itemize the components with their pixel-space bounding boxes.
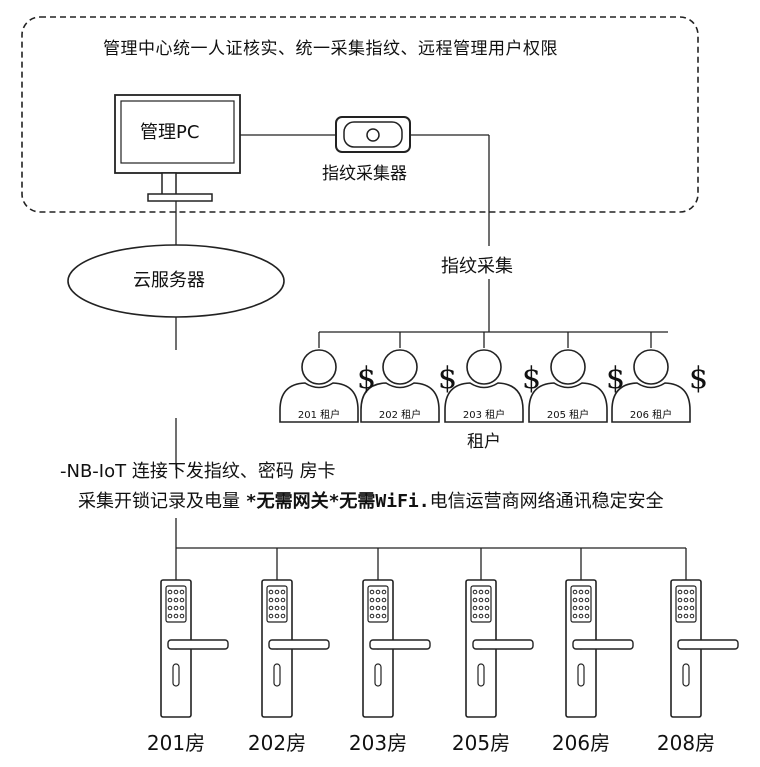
room-label: 208房: [656, 731, 716, 755]
nbiot-description-line1: -NB-IoT 连接下发指纹、密码 房卡: [60, 461, 336, 482]
pc-label: 管理PC: [140, 122, 200, 143]
tenants-group-label: 租户: [467, 432, 501, 452]
room-label: 203房: [348, 731, 408, 755]
smart-lock-icon: [670, 579, 739, 718]
dollar-symbol: $: [606, 361, 626, 396]
tenant-room-tag: 202 租户: [378, 410, 422, 421]
smart-lock-icon: [465, 579, 534, 718]
nbiot-line2-prefix: 采集开锁记录及电量: [78, 491, 246, 512]
smart-lock-icon: [362, 579, 431, 718]
room-label: 201房: [146, 731, 206, 755]
tenant-room-tag: 206 租户: [629, 410, 673, 421]
room-label: 202房: [247, 731, 307, 755]
tenant-room-tag: 205 租户: [546, 410, 590, 421]
fingerprint-scanner-icon: [335, 116, 411, 153]
user-icon: [528, 349, 608, 423]
management-center-title: 管理中心统一人证核实、统一采集指纹、远程管理用户权限: [103, 39, 558, 59]
tenant-room-tag: 201 租户: [297, 410, 341, 421]
nbiot-line2-highlight: *无需网关*无需WiFi.: [245, 491, 430, 512]
user-icon: [444, 349, 524, 423]
room-label: 206房: [551, 731, 611, 755]
fingerprint-collector-label: 指纹采集器: [322, 164, 407, 184]
dollar-symbol: $: [522, 361, 542, 396]
dollar-symbol: $: [438, 361, 458, 396]
smart-lock-icon: [565, 579, 634, 718]
management-center-boundary: [21, 16, 699, 213]
tenant-room-tag: 203 租户: [462, 410, 506, 421]
nbiot-description-line2: 采集开锁记录及电量 *无需网关*无需WiFi.电信运营商网络通讯稳定安全: [78, 493, 664, 511]
smart-lock-icon: [261, 579, 330, 718]
dollar-symbol: $: [689, 361, 709, 396]
cloud-server-label: 云服务器: [133, 270, 205, 291]
user-icon: [279, 349, 359, 423]
dollar-symbol: $: [357, 361, 377, 396]
nbiot-line2-suffix: 电信运营商网络通讯稳定安全: [429, 491, 664, 512]
smart-lock-icon: [160, 579, 229, 718]
user-icon: [611, 349, 691, 423]
fingerprint-collection-label: 指纹采集: [441, 256, 513, 277]
monitor-icon: [114, 94, 241, 202]
room-label: 205房: [451, 731, 511, 755]
user-icon: [360, 349, 440, 423]
